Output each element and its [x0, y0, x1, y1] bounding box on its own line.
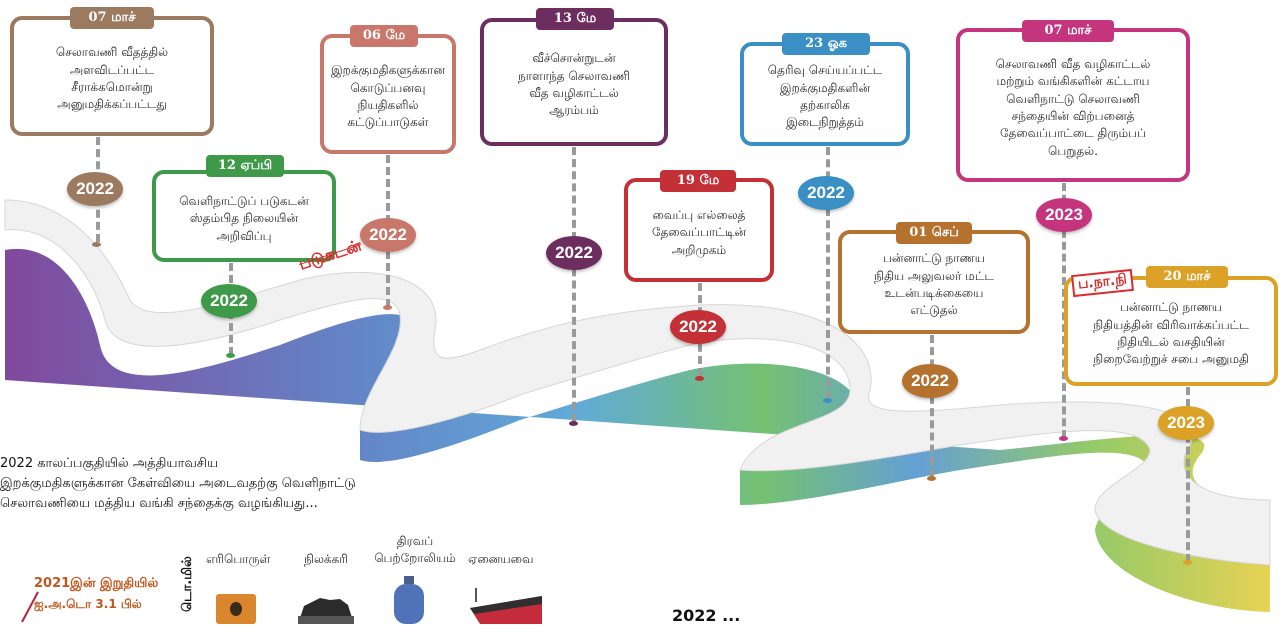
- event-card-e1: செலாவணி வீதத்தில் அளவிடப்பட்ட சீராக்கமொன…: [10, 16, 214, 136]
- year-badge: 2023: [1158, 406, 1214, 440]
- event-date-tag: 19 மே: [660, 170, 736, 192]
- event-pin: [92, 242, 101, 247]
- footer-text: 2022 ...: [672, 606, 741, 625]
- event-pin: [823, 398, 832, 403]
- event-date-tag: 07 மாச்: [1022, 20, 1114, 42]
- event-card-e3: இறக்குமதிகளுக்கான கொடுப்பனவு நியதிகளில் …: [320, 34, 456, 154]
- event-card-e9: பன்னாட்டு நாணய நிதியத்தின் விரிவாக்கப்பட…: [1064, 276, 1278, 386]
- event-pin: [1183, 560, 1192, 565]
- category-other: ஏனையவை: [468, 552, 534, 566]
- event-card-e8: செலாவணி வீத வழிகாட்டல் மற்றும் வங்கிகளின…: [956, 28, 1190, 182]
- event-date-tag: 12 ஏப்பி: [206, 155, 284, 177]
- event-card-e2: வெளிநாட்டுப் படுகடன் ஸ்தம்பித நிலையின் அ…: [152, 170, 336, 262]
- category-fuel: எரிபொருள்: [206, 552, 271, 566]
- event-date-tag: 20 மாச்: [1146, 266, 1228, 288]
- coal-icon: [298, 596, 354, 624]
- event-stem: [826, 147, 830, 399]
- event-text: இறக்குமதிகளுக்கான கொடுப்பனவு நியதிகளில் …: [330, 63, 445, 130]
- unit-label: டொ.மில்: [180, 556, 195, 612]
- year-badge: 2022: [360, 218, 416, 252]
- category-coal: நிலக்கரி: [304, 552, 348, 566]
- road-surface: [4, 199, 1271, 566]
- oil-barrel-icon: [216, 594, 256, 624]
- event-stem: [930, 335, 934, 477]
- year-badge: 2023: [1036, 198, 1092, 232]
- event-date-tag: 07 மாச்: [70, 7, 154, 29]
- year-badge: 2022: [201, 284, 257, 318]
- year-badge: 2022: [670, 310, 726, 344]
- event-card-e4: வீச்சொன்றுடன் நாளாந்த செலாவணி வீத வழிகாட…: [480, 18, 668, 146]
- event-date-tag: 06 மே: [350, 25, 418, 47]
- event-text: வெளிநாட்டுப் படுகடன் ஸ்தம்பித நிலையின் அ…: [179, 193, 309, 243]
- event-date-tag: 01 செப்: [896, 222, 972, 244]
- year-badge: 2022: [67, 172, 123, 206]
- event-text: வீச்சொன்றுடன் நாளாந்த செலாவணி வீத வழிகாட…: [518, 51, 630, 118]
- year-badge: 2022: [546, 236, 602, 270]
- event-text: செலாவணி வீதத்தில் அளவிடப்பட்ட சீராக்கமொன…: [55, 45, 169, 112]
- event-pin: [226, 353, 235, 358]
- event-pin: [569, 421, 578, 426]
- reserve-note: ஐ.அ.டொ 3.1 பில்: [34, 597, 142, 611]
- road-side: [5, 248, 1270, 612]
- event-text: செலாவணி வீத வழிகாட்டல் மற்றும் வங்கிகளின…: [995, 56, 1151, 158]
- event-text: வைப்பு எல்லைத் தேவைப்பாட்டின் அறிமுகம்: [651, 207, 747, 257]
- event-stem: [1186, 387, 1190, 562]
- event-date-tag: 13 மே: [536, 8, 614, 30]
- ship-icon: [470, 588, 542, 624]
- event-pin: [1059, 436, 1068, 441]
- event-card-e5: வைப்பு எல்லைத் தேவைப்பாட்டின் அறிமுகம்: [624, 178, 774, 282]
- event-pin: [927, 476, 936, 481]
- event-text: பன்னாட்டு நாணய நிதியத்தின் விரிவாக்கப்பட…: [1093, 300, 1249, 367]
- category-lpg: திரவப் பெற்றோலியம்: [374, 534, 456, 565]
- pointer-line: [21, 591, 39, 623]
- event-date-tag: 23 ஓக: [782, 33, 870, 55]
- event-text: தெரிவு செய்யப்பட்ட இறக்குமதிகளின் தற்கால…: [767, 63, 883, 130]
- event-card-e6: தெரிவு செய்யப்பட்ட இறக்குமதிகளின் தற்கால…: [740, 42, 910, 146]
- event-card-e7: பன்னாட்டு நாணய நிதிய அலுவலர் மட்ட உடன்பட…: [838, 230, 1030, 334]
- event-stem: [572, 147, 576, 422]
- gas-cylinder-icon: [392, 576, 426, 624]
- year-note: 2021இன் இறுதியில்: [34, 576, 159, 591]
- summary-paragraph: 2022 காலப்பகுதியில் அத்தியாவசிய இறக்குமத…: [0, 456, 356, 511]
- event-pin: [383, 305, 392, 310]
- year-badge: 2022: [902, 364, 958, 398]
- event-pin: [695, 376, 704, 381]
- year-badge: 2022: [798, 176, 854, 210]
- event-text: பன்னாட்டு நாணய நிதிய அலுவலர் மட்ட உடன்பட…: [874, 251, 994, 318]
